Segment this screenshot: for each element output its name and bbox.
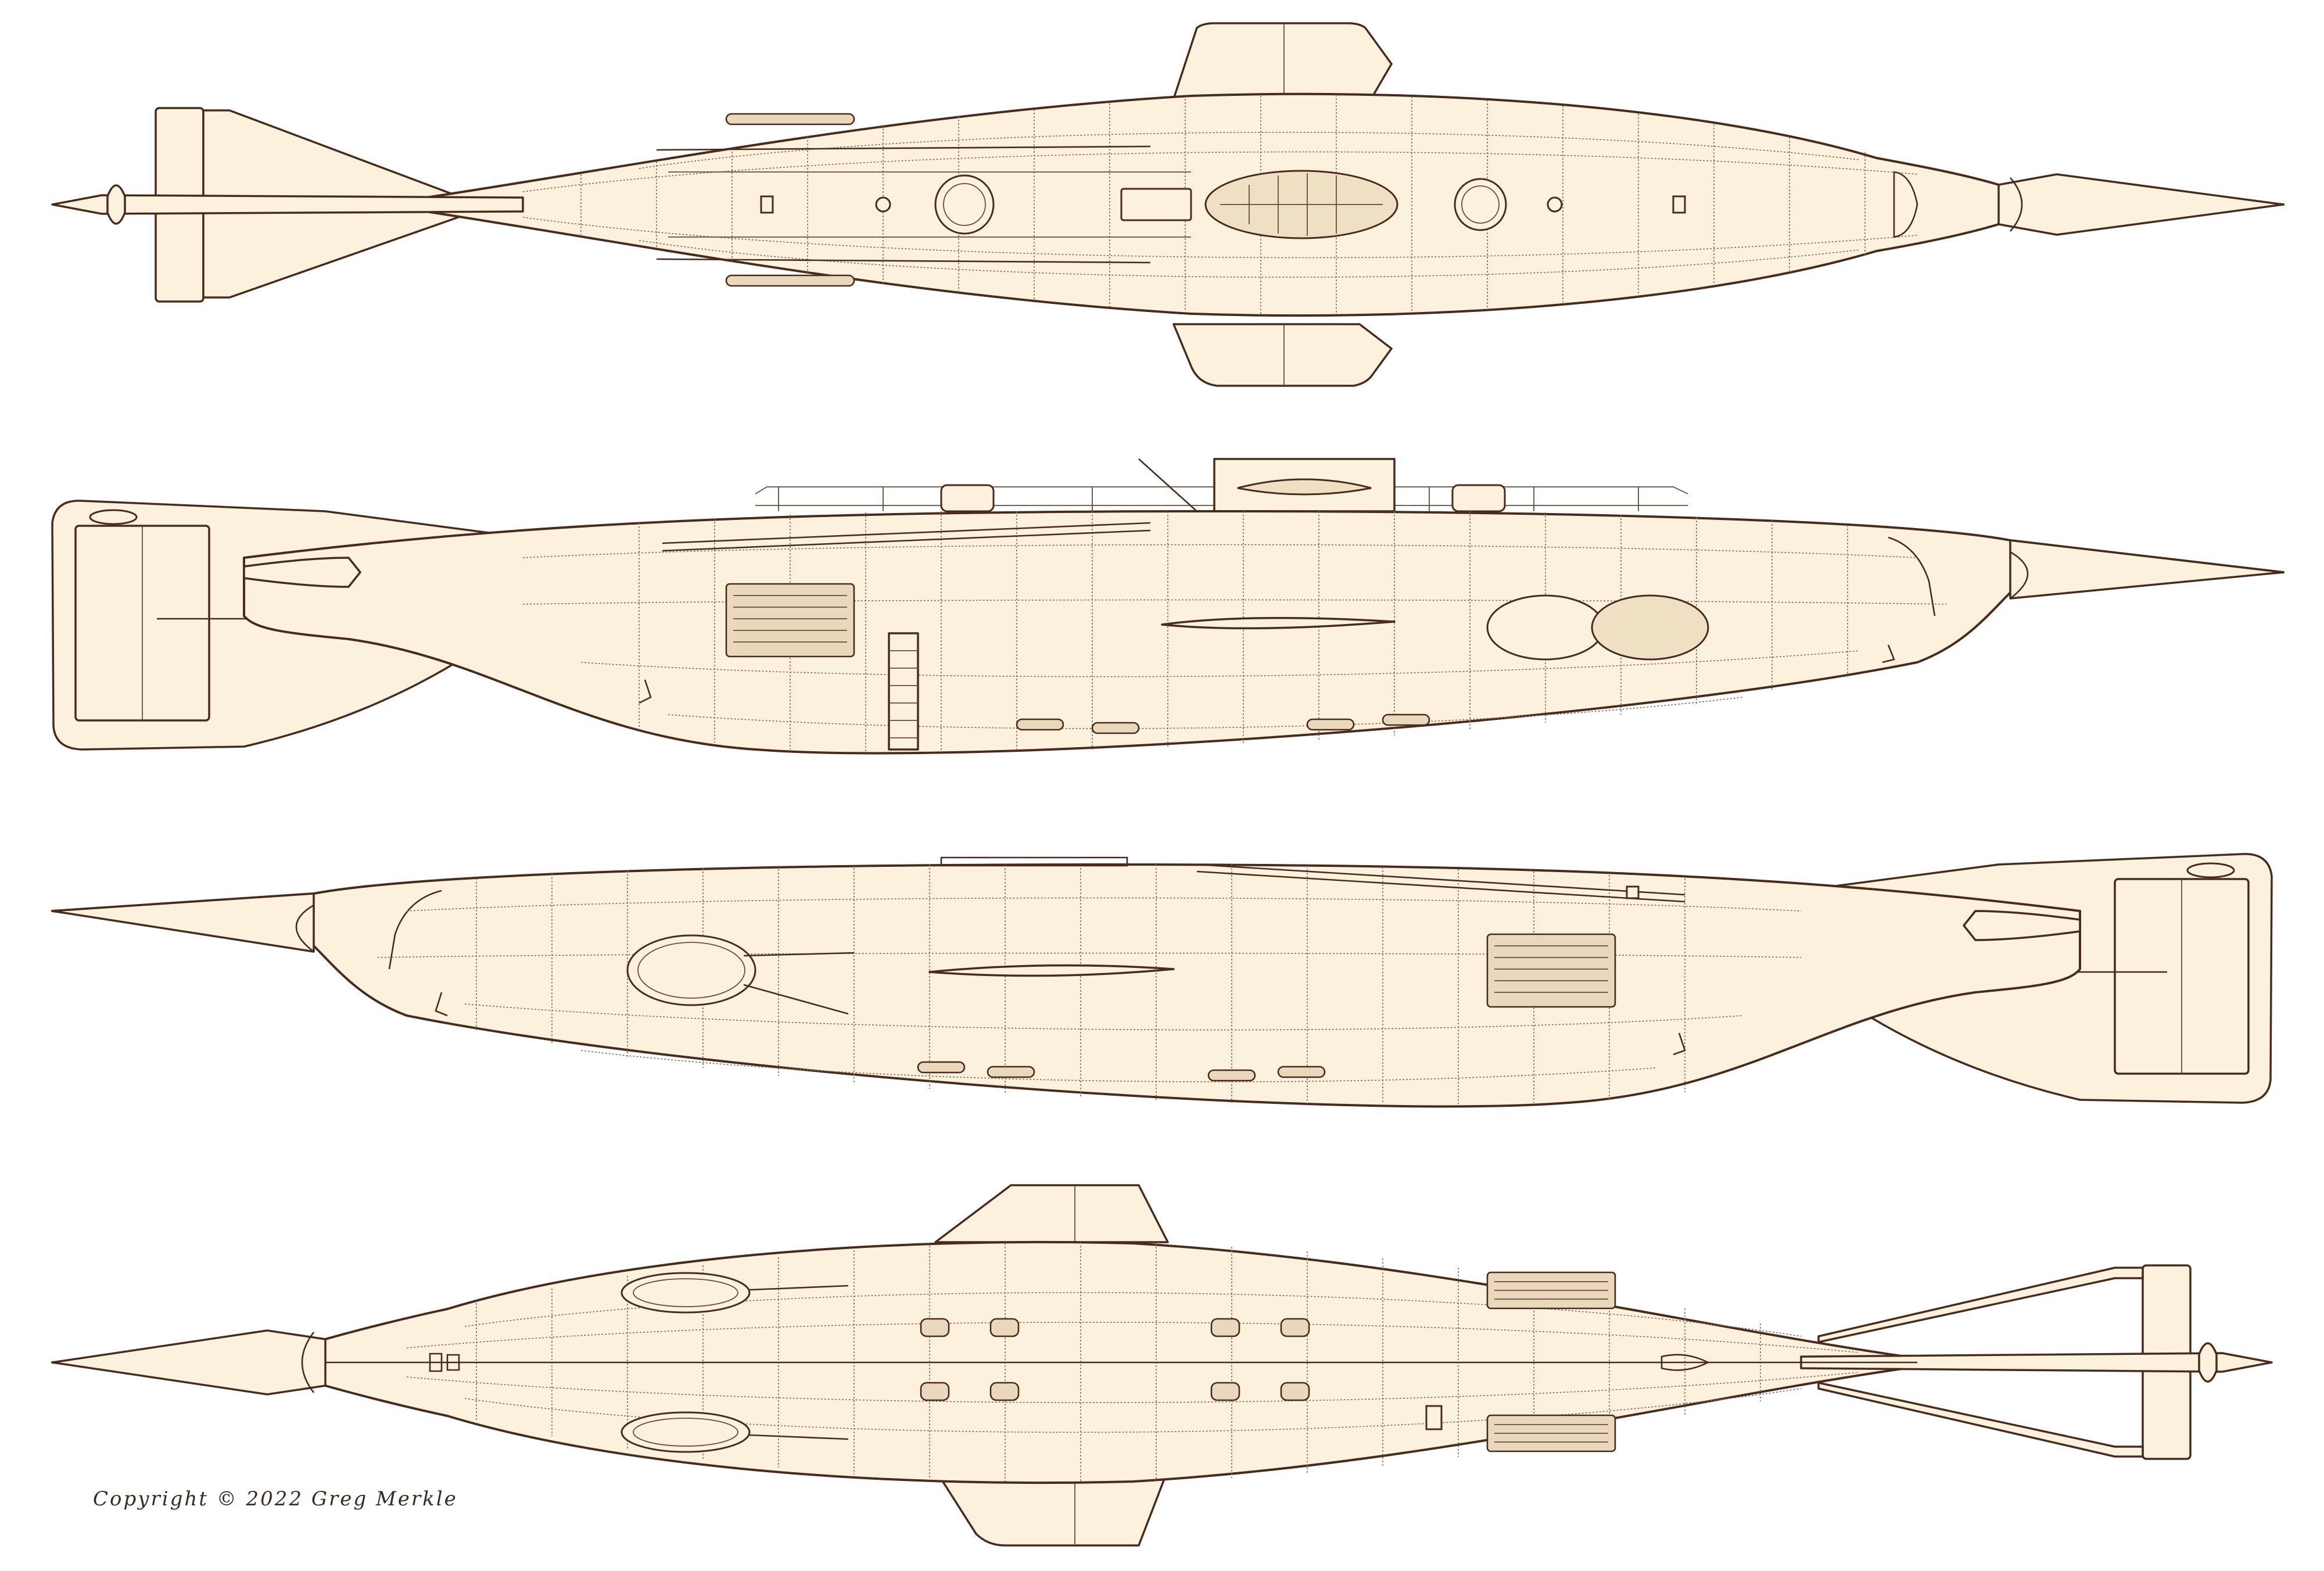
copyright-notice: Copyright © 2022 Greg Merkle (93, 1487, 458, 1511)
top-view-panel-seams (522, 95, 1918, 314)
starboard-side-panel-seams (377, 865, 1802, 1104)
top-view-lower-fin (1172, 323, 1393, 387)
port-side-viewport-aft (1486, 594, 1605, 661)
port-side-torpedo-fin (1161, 616, 1396, 630)
starboard-side-hull (51, 863, 2081, 1108)
port-side-grille (725, 583, 855, 658)
port-side-vent-fore (1451, 484, 1506, 512)
top-view-ram (1997, 173, 2284, 236)
port-side-view (51, 458, 2284, 755)
top-view-deck-grating-lower (725, 274, 855, 287)
port-side-panel-seams (522, 511, 1947, 752)
port-side-hull (243, 510, 2284, 755)
top-view-stern-spike (51, 194, 524, 215)
bottom-view-lower-fin (934, 1469, 1169, 1547)
port-side-viewport-fore (1591, 594, 1709, 661)
port-side-ram (2009, 539, 2284, 600)
starboard-side-view (51, 853, 2273, 1108)
starboard-side-stern-spike (1963, 910, 2081, 941)
port-side-vent-aft (940, 484, 995, 512)
top-view (51, 22, 2284, 387)
bottom-view-ram (51, 1329, 327, 1396)
starboard-side-viewport (626, 934, 756, 1006)
port-side-stern-spike (243, 557, 361, 588)
top-view-hatch-aft (934, 174, 995, 235)
top-view-upper-fin (1172, 22, 1393, 100)
starboard-side-torpedo-fin (928, 964, 1175, 977)
top-view-deck-grating-upper (725, 113, 855, 125)
bottom-view-viewport-lower (621, 1411, 751, 1453)
starboard-side-grille (1486, 933, 1616, 1008)
top-view-hatch-fore (1454, 178, 1507, 231)
bottom-view-upper-fin (934, 1184, 1169, 1243)
bottom-view-viewport-upper (621, 1272, 751, 1314)
starboard-side-ram (51, 892, 315, 953)
top-view-skylight (1120, 188, 1192, 221)
bottom-view (51, 1184, 2273, 1547)
